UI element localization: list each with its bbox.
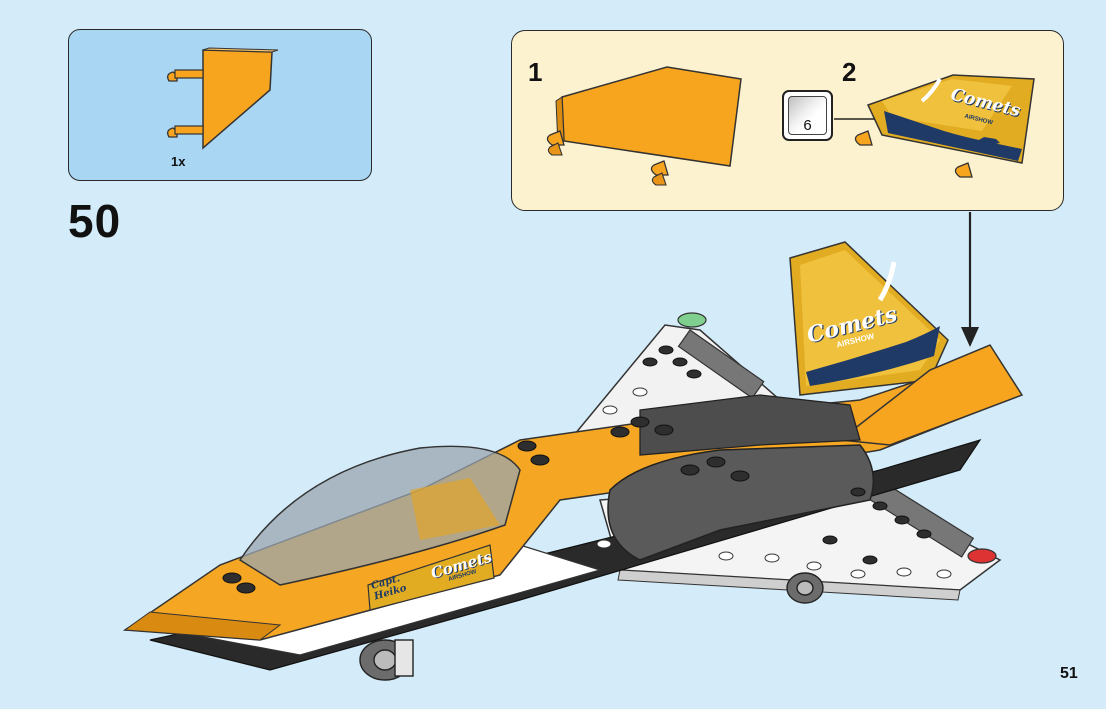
fin-piece-plain-icon bbox=[546, 66, 742, 186]
tail-fin-piece-icon bbox=[167, 47, 279, 150]
sub-step-number-1: 1 bbox=[528, 57, 543, 87]
sub-step-number-2: 2 bbox=[842, 57, 857, 87]
step-number: 50 bbox=[68, 195, 122, 247]
part-quantity: 1x bbox=[171, 154, 186, 169]
parts-list-box: 1x bbox=[68, 29, 372, 181]
fin-piece-decal-icon bbox=[834, 74, 1035, 347]
sticker-number: 6 bbox=[803, 117, 812, 134]
sticker-sheet-icon: 6 bbox=[782, 90, 833, 141]
page-number: 51 bbox=[1060, 665, 1078, 682]
